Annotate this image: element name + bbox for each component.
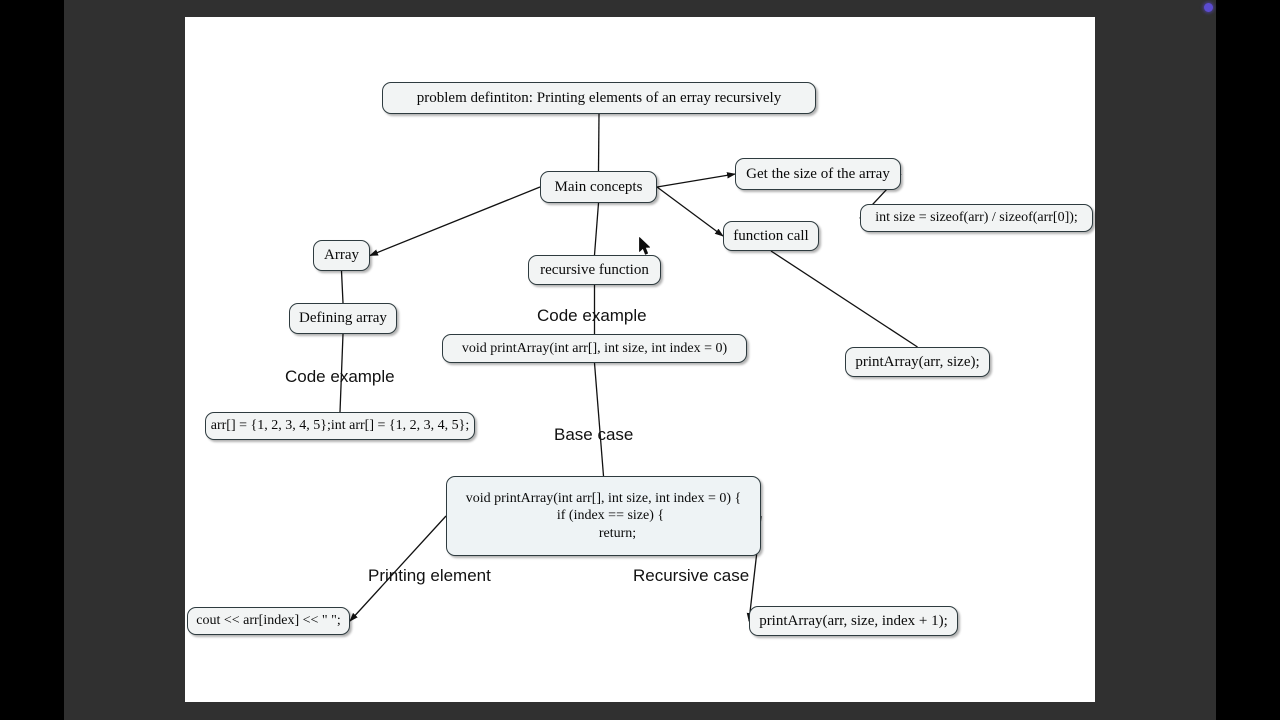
diagram-edge-main-to-recfun — [593, 202, 600, 256]
diagram-node-recursecall[interactable]: printArray(arr, size, index + 1); — [749, 606, 958, 636]
diagram-edge-problem-to-main — [597, 113, 600, 172]
diagram-edge-defarray-to-arrinit — [339, 333, 344, 413]
diagram-node-array[interactable]: Array — [313, 240, 370, 271]
edge-label-recursive-case: Recursive case — [633, 566, 750, 585]
diagram-edge-main-to-array — [369, 186, 541, 257]
diagram-node-funcall[interactable]: function call — [723, 221, 819, 251]
diagram-node-recfun[interactable]: recursive function — [528, 255, 661, 285]
edge-label-code-example-array: Code example — [285, 367, 395, 386]
diagram-node-proto[interactable]: void printArray(int arr[], int size, int… — [442, 334, 747, 363]
status-indicator-dot — [1204, 3, 1213, 12]
diagram-edge-array-to-defarray — [340, 270, 344, 304]
diagram-edge-main-to-getsize — [656, 172, 736, 188]
diagram-node-intsize[interactable]: int size = sizeof(arr) / sizeof(arr[0]); — [860, 204, 1093, 232]
diagram-node-defarray[interactable]: Defining array — [289, 303, 397, 334]
diagram-edge-basecase-to-printstmt — [349, 515, 447, 622]
edge-label-code-example-recfun: Code example — [537, 306, 647, 325]
diagram-node-printstmt[interactable]: cout << arr[index] << " "; — [187, 607, 350, 635]
edge-label-printing-element: Printing element — [368, 566, 491, 585]
diagram-node-basecase[interactable]: void printArray(int arr[], int size, int… — [446, 476, 761, 556]
diagram-edge-main-to-funcall — [656, 186, 724, 237]
diagram-edge-proto-to-basecase — [593, 362, 605, 477]
diagram-canvas[interactable]: problem defintiton: Printing elements of… — [185, 17, 1095, 702]
diagram-node-main[interactable]: Main concepts — [540, 171, 657, 203]
diagram-edge-funcall-to-callsite — [770, 250, 918, 348]
diagram-node-problem[interactable]: problem defintiton: Printing elements of… — [382, 82, 816, 114]
edge-label-base-case: Base case — [554, 425, 634, 444]
diagram-node-arrinit[interactable]: arr[] = {1, 2, 3, 4, 5};int arr[] = {1, … — [205, 412, 475, 440]
diagram-node-callsite[interactable]: printArray(arr, size); — [845, 347, 990, 377]
diagram-node-getsize[interactable]: Get the size of the array — [735, 158, 901, 190]
